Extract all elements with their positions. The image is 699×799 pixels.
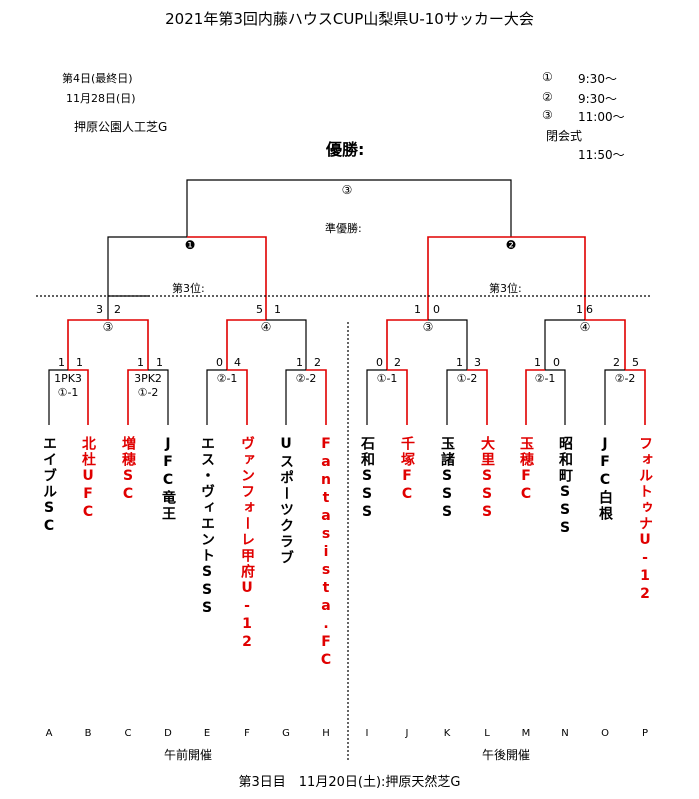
- footer-note: 第3日目 11月20日(土):押原天然芝G: [238, 775, 461, 790]
- team-letter-n: N: [561, 728, 569, 739]
- team-p: フォルトゥナU-12: [637, 436, 653, 604]
- team-letter-o: O: [601, 728, 609, 739]
- team-letter-m: M: [521, 728, 531, 739]
- team-letter-l: L: [484, 728, 490, 739]
- team-j: 千塚FC: [399, 436, 415, 504]
- morning-session-label: 午前開催: [163, 748, 213, 762]
- r1-7-score-left: 1: [534, 356, 541, 369]
- team-letter-c: C: [124, 728, 132, 739]
- date-label: 11月28日(日): [66, 92, 136, 105]
- closing-label: 閉会式: [546, 129, 583, 143]
- team-e: エス・ヴィエントSSS: [199, 436, 215, 618]
- team-letter-a: A: [45, 728, 53, 739]
- team-letter-k: K: [443, 728, 451, 739]
- r1-4-match-label: ②-2: [295, 372, 317, 385]
- qf4-score-right: 6: [586, 303, 593, 316]
- qf1-match-label: ③: [102, 320, 114, 334]
- team-letter-j: J: [405, 728, 409, 739]
- team-m: 玉穂FC: [518, 436, 534, 504]
- r1-2-pk: 3PK2: [134, 372, 162, 385]
- schedule-time-3: 11:00〜: [578, 110, 625, 124]
- champion-label: 優勝:: [326, 140, 365, 159]
- r1-2-score-right: 1: [156, 356, 163, 369]
- qf3-score-left: 1: [414, 303, 421, 316]
- r1-5-score-right: 2: [394, 356, 401, 369]
- day-label: 第4日(最終日): [62, 72, 133, 85]
- r1-6-score-left: 1: [456, 356, 463, 369]
- third-right-label: 第3位:: [489, 282, 522, 295]
- final-bracket: [186, 179, 512, 237]
- team-n: 昭和町SSS: [557, 436, 573, 538]
- team-g: Uスポーツクラブ: [278, 436, 294, 566]
- qf4-score-left: 1: [576, 303, 583, 316]
- schedule-mark-3: ③: [542, 108, 553, 122]
- r1-5-match-label: ①-1: [376, 372, 398, 385]
- qf3-match-label: ③: [422, 320, 434, 334]
- r1-8-score-left: 2: [613, 356, 620, 369]
- team-d: JFC竜王: [160, 436, 176, 522]
- runner-up-label: 準優勝:: [325, 222, 362, 235]
- team-letter-b: B: [84, 728, 92, 739]
- r1-2-match-label: ①-2: [137, 386, 159, 399]
- qf2-match-label: ④: [260, 320, 272, 334]
- schedule-mark-1: ①: [542, 70, 553, 84]
- team-letter-f: F: [244, 728, 250, 739]
- team-letter-e: E: [203, 728, 211, 739]
- semi-right-label: ❷: [505, 238, 517, 252]
- r1-8-match-label: ②-2: [614, 372, 636, 385]
- afternoon-session-label: 午後開催: [481, 748, 531, 762]
- r1-2-score-left: 1: [137, 356, 144, 369]
- r1-3-score-left: 0: [216, 356, 223, 369]
- r1-6-score-right: 3: [474, 356, 481, 369]
- r1-5-score-left: 0: [376, 356, 383, 369]
- qf3-score-right: 0: [433, 303, 440, 316]
- team-l: 大里SSS: [479, 436, 495, 522]
- r1-4-score-right: 2: [314, 356, 321, 369]
- r1-3-score-right: 4: [234, 356, 241, 369]
- team-letter-p: P: [641, 728, 649, 739]
- schedule-time-1: 9:30〜: [578, 72, 617, 86]
- r1-7-score-right: 0: [553, 356, 560, 369]
- qf1-score-right: 2: [114, 303, 121, 316]
- team-f: ヴァンフォーレ甲府U-12: [239, 436, 255, 652]
- r1-8-score-right: 5: [632, 356, 639, 369]
- r1-4-score-left: 1: [296, 356, 303, 369]
- team-i: 石和SSS: [359, 436, 375, 522]
- qf2-score-left: 5: [256, 303, 263, 316]
- team-a: エイブルSC: [41, 436, 57, 536]
- schedule-time-2: 9:30〜: [578, 92, 617, 106]
- team-o: JFC白根: [597, 436, 613, 522]
- r1-1-score-left: 1: [58, 356, 65, 369]
- qf2-score-right: 1: [274, 303, 281, 316]
- team-c: 増穂SC: [120, 436, 136, 504]
- team-letter-i: I: [365, 728, 369, 739]
- final-match-label: ③: [341, 183, 353, 197]
- team-letter-h: H: [322, 728, 330, 739]
- semi-left-bracket-right: [187, 236, 267, 320]
- r1-6-match-label: ①-2: [456, 372, 478, 385]
- team-letter-d: D: [164, 728, 172, 739]
- team-k: 玉諸SSS: [439, 436, 455, 522]
- semi-left-bracket: [107, 236, 187, 320]
- page-title: 2021年第3回内藤ハウスCUP山梨県U-10サッカー大会: [165, 10, 534, 28]
- qf4-match-label: ④: [579, 320, 591, 334]
- r1-1-match-label: ①-1: [57, 386, 79, 399]
- semi-left-label: ❶: [184, 238, 196, 252]
- r1-3-match-label: ②-1: [216, 372, 238, 385]
- r1-1-pk: 1PK3: [54, 372, 82, 385]
- third-left-label: 第3位:: [172, 282, 205, 295]
- team-b: 北杜UFC: [80, 436, 96, 522]
- team-h: Fantasista.FC: [318, 436, 334, 670]
- schedule-mark-2: ②: [542, 90, 553, 104]
- closing-time: 11:50〜: [578, 148, 625, 162]
- team-letter-g: G: [282, 728, 290, 739]
- r1-7-match-label: ②-1: [534, 372, 556, 385]
- venue-label: 押原公園人工芝G: [74, 120, 168, 134]
- semi-right-bracket-left: [427, 236, 511, 320]
- r1-1-score-right: 1: [76, 356, 83, 369]
- semi-right-bracket-right: [511, 236, 586, 320]
- qf1-score-left: 3: [96, 303, 103, 316]
